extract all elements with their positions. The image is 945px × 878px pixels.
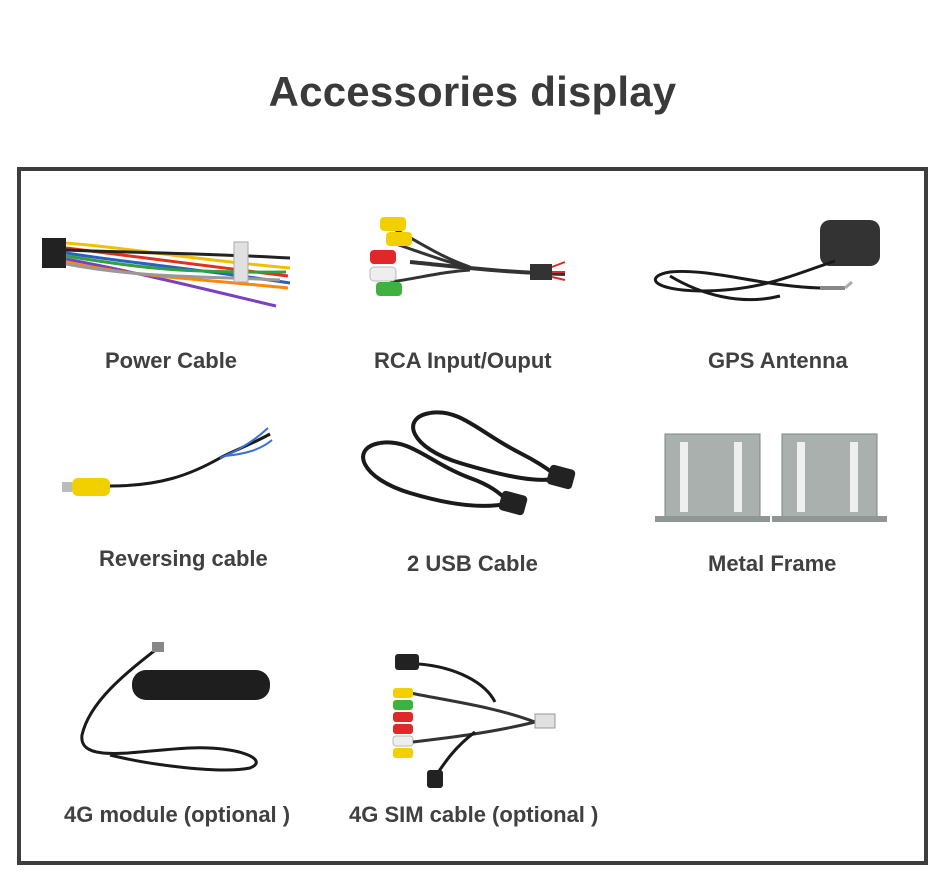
metal-frame-image — [650, 430, 890, 530]
rca-cable-icon — [369, 217, 566, 296]
gps-antenna-image — [640, 216, 890, 316]
reversing-cable-image — [60, 420, 280, 500]
power-cable-image — [40, 228, 300, 318]
label-reversing-cable: Reversing cable — [99, 546, 268, 571]
page-title: Accessories display — [268, 68, 677, 115]
gps-antenna-icon — [653, 220, 880, 302]
label-gps-antenna: GPS Antenna — [708, 348, 848, 373]
label-rca-cable: RCA Input/Ouput — [374, 348, 552, 373]
power-cable-icon — [42, 238, 291, 308]
label-usb-cable: 2 USB Cable — [407, 551, 538, 576]
rca-cable-image — [350, 212, 570, 312]
usb-cables-image — [350, 403, 580, 528]
metal-frame-icon — [655, 433, 887, 522]
4g-module-image — [70, 640, 280, 775]
label-metal-frame: Metal Frame — [708, 551, 837, 576]
accessories-panel — [17, 167, 928, 865]
4g-sim-cable-icon — [392, 654, 556, 788]
label-power-cable: Power Cable — [105, 348, 238, 373]
label-4g-sim-cable: 4G SIM cable (optional ) — [349, 802, 599, 827]
reversing-cable-icon — [62, 427, 273, 496]
usb-cable-icon — [361, 410, 576, 516]
label-4g-module: 4G module (optional ) — [64, 802, 291, 827]
4g-sim-cable-image — [375, 652, 565, 792]
4g-antenna-icon — [80, 642, 270, 772]
